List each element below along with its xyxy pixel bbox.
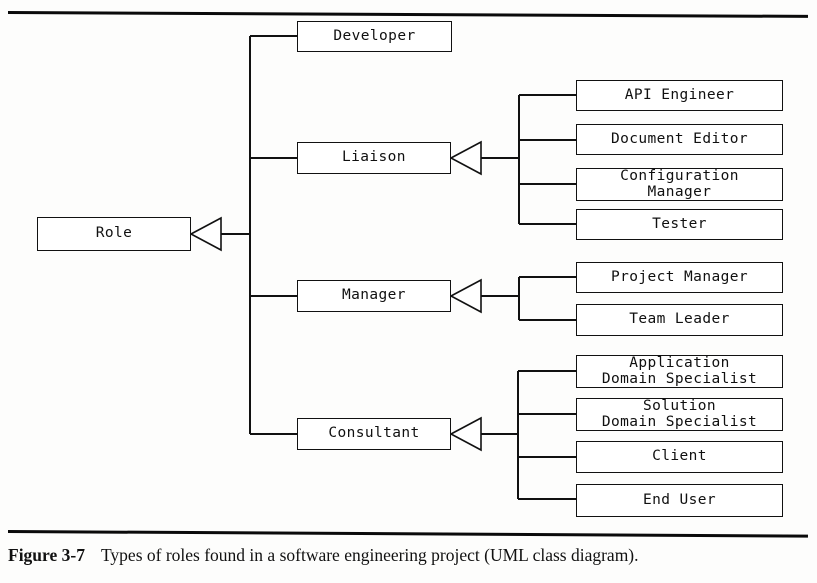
generalization-triangle-manager — [449, 278, 482, 314]
class-box-developer[interactable]: Developer — [297, 21, 452, 52]
class-box-document-editor[interactable]: Document Editor — [576, 124, 783, 155]
class-box-project-manager[interactable]: Project Manager — [576, 262, 783, 293]
figure-number: Figure 3-7 — [8, 545, 85, 565]
figure-caption: Figure 3-7 Types of roles found in a soft… — [8, 545, 808, 566]
class-box-liaison[interactable]: Liaison — [297, 142, 451, 174]
top-rule — [7, 11, 808, 18]
class-box-team-leader[interactable]: Team Leader — [576, 304, 783, 336]
class-box-consultant[interactable]: Consultant — [297, 418, 451, 450]
class-box-role[interactable]: Role — [37, 217, 191, 251]
generalization-triangle-role — [189, 216, 222, 252]
class-box-client[interactable]: Client — [576, 441, 783, 473]
class-box-tester[interactable]: Tester — [576, 209, 783, 240]
class-box-api-engineer[interactable]: API Engineer — [576, 80, 783, 111]
generalization-triangle-consultant — [449, 416, 482, 452]
class-box-manager[interactable]: Manager — [297, 280, 451, 312]
class-box-solution-domain-specialist[interactable]: Solution Domain Specialist — [576, 398, 783, 431]
figure-caption-text: Types of roles found in a software engin… — [100, 545, 639, 565]
class-box-configuration-manager[interactable]: Configuration Manager — [576, 168, 783, 201]
bottom-rule — [7, 530, 808, 538]
generalization-triangle-liaison — [449, 140, 482, 176]
class-box-application-domain-specialist[interactable]: Application Domain Specialist — [576, 355, 783, 388]
class-box-end-user[interactable]: End User — [576, 484, 783, 517]
